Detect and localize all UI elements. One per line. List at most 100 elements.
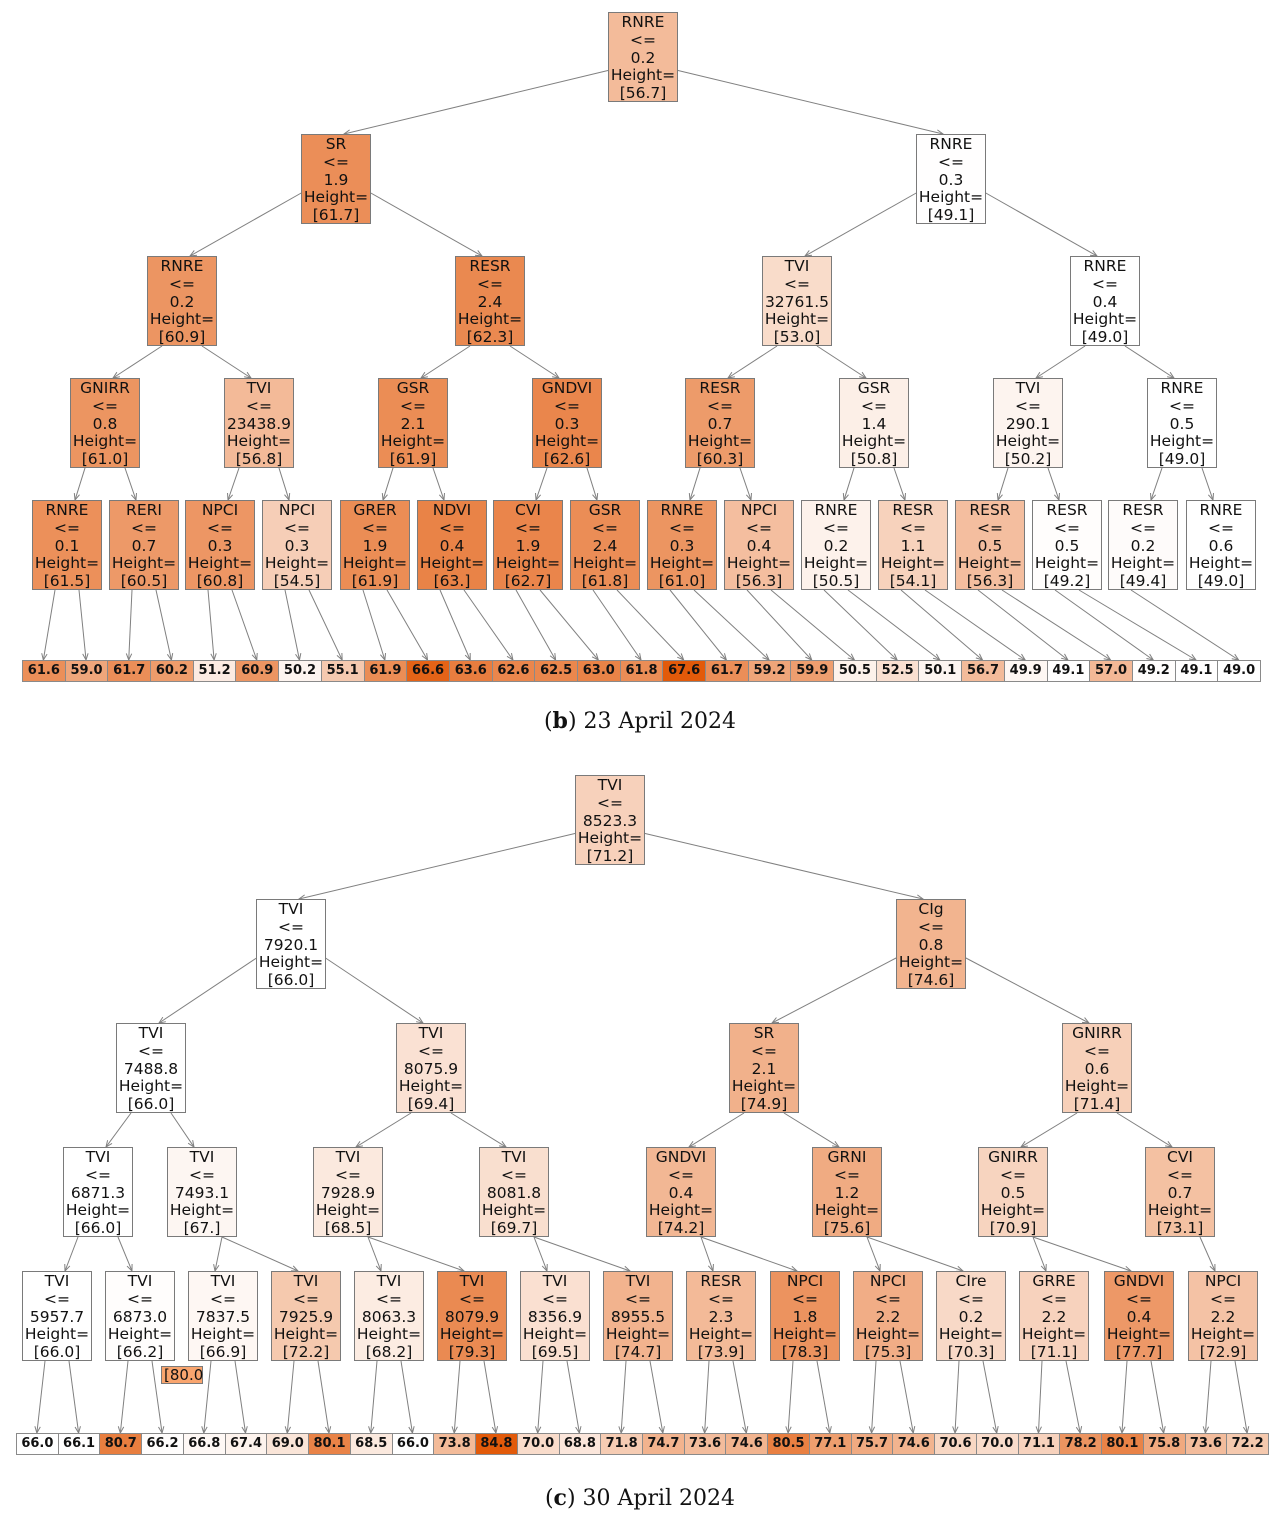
node-value-prefix: Height= bbox=[726, 554, 792, 573]
node-value: [66.0] bbox=[267, 971, 315, 989]
node-value: [49.0] bbox=[1197, 572, 1245, 590]
node-feature: SR bbox=[325, 135, 347, 153]
panel-1-leaf-5: 67.4 bbox=[224, 1433, 268, 1455]
node-threshold: 5957.7 bbox=[29, 1307, 85, 1326]
node-feature: CIg bbox=[918, 900, 944, 918]
node-value-prefix: Height= bbox=[957, 554, 1023, 573]
node-threshold: 1.1 bbox=[900, 536, 926, 555]
panel-1-leaf-edge-8 bbox=[370, 1360, 378, 1434]
node-value-prefix: Height= bbox=[118, 1077, 184, 1096]
node-value-prefix: Height= bbox=[918, 188, 984, 207]
node-operator: <= bbox=[823, 518, 849, 537]
node-value: [66.0] bbox=[74, 1219, 122, 1237]
node-feature: TVI bbox=[784, 257, 810, 275]
panel-1-leaf-edge-15 bbox=[649, 1360, 664, 1434]
node-operator: <= bbox=[625, 1289, 651, 1308]
node-value-prefix: Height= bbox=[1106, 1325, 1172, 1344]
panel-1-edge-3-3-6 bbox=[533, 1236, 548, 1272]
node-threshold: 0.3 bbox=[207, 536, 233, 555]
node-value-prefix: Height= bbox=[24, 1325, 90, 1344]
panel-1-leaf-20: 75.7 bbox=[850, 1433, 894, 1455]
node-value-prefix: Height= bbox=[995, 432, 1061, 451]
panel-1-leaf-16: 73.6 bbox=[683, 1433, 727, 1455]
node-value: [61.0] bbox=[658, 572, 706, 590]
panel-1-leaf-edge-26 bbox=[1121, 1360, 1128, 1434]
node-feature: TVI bbox=[278, 900, 304, 918]
panel-1-leaf-edge-18 bbox=[787, 1360, 794, 1434]
node-feature: GSR bbox=[588, 501, 622, 519]
node-operator: <= bbox=[542, 1289, 568, 1308]
panel-1-leaf-14: 71.8 bbox=[600, 1433, 643, 1455]
node-value: [71.1] bbox=[1030, 1343, 1078, 1361]
node-operator: <= bbox=[875, 1289, 901, 1308]
panel-0-leaf-edge-22 bbox=[900, 589, 983, 661]
node-threshold: 1.2 bbox=[834, 1183, 860, 1202]
panel-0-edge-3-7-15 bbox=[1201, 467, 1214, 501]
panel-0-leaf-13: 63.0 bbox=[576, 660, 621, 682]
node-operator: <= bbox=[418, 1041, 444, 1060]
node-threshold: 290.1 bbox=[1005, 414, 1051, 433]
node-value: [73.1] bbox=[1156, 1219, 1204, 1237]
panel-0-leaf-edge-6 bbox=[284, 589, 300, 661]
node-threshold: 8063.3 bbox=[361, 1307, 417, 1326]
node-operator: <= bbox=[439, 518, 465, 537]
panel-0-leaf-edge-18 bbox=[746, 589, 813, 661]
panel-1-leaf-19: 77.1 bbox=[808, 1433, 852, 1455]
caption-b: (b) 23 April 2024 bbox=[543, 708, 737, 734]
node-threshold: 2.4 bbox=[477, 292, 503, 311]
node-threshold: 0.2 bbox=[958, 1307, 984, 1326]
panel-1-leaf-2: 80.7 bbox=[99, 1433, 143, 1455]
node-feature: TVI bbox=[44, 1272, 70, 1290]
panel-0-leaf-edge-27 bbox=[1078, 589, 1197, 661]
panel-1-leaf-edge-1 bbox=[68, 1360, 80, 1434]
panel-1-leaf-edge-25 bbox=[1065, 1360, 1081, 1434]
panel-1-leaf-28: 73.6 bbox=[1184, 1433, 1228, 1455]
node-threshold: 2.4 bbox=[592, 536, 618, 555]
node-value: [56.3] bbox=[966, 572, 1014, 590]
node-operator: <= bbox=[1169, 396, 1195, 415]
node-operator: <= bbox=[501, 1165, 527, 1184]
panel-1-edge-3-4-8 bbox=[700, 1236, 714, 1272]
panel-0-leaf-edge-8 bbox=[362, 589, 386, 661]
node-feature: TVI bbox=[85, 1148, 111, 1166]
node-value-prefix: Height= bbox=[457, 310, 523, 329]
node-value: [68.2] bbox=[365, 1343, 413, 1361]
node-operator: <= bbox=[597, 793, 623, 812]
node-value: [74.2] bbox=[657, 1219, 705, 1237]
node-feature: NPCI bbox=[869, 1272, 907, 1290]
panel-0-leaf-14: 61.8 bbox=[619, 660, 664, 682]
panel-1-leaf-17: 74.6 bbox=[725, 1433, 769, 1455]
node-feature: TVI bbox=[335, 1148, 361, 1166]
node-operator: <= bbox=[1000, 1165, 1026, 1184]
node-threshold: 0.7 bbox=[131, 536, 157, 555]
panel-0-leaf-edge-28 bbox=[1130, 589, 1239, 661]
node-threshold: 0.7 bbox=[1167, 1183, 1193, 1202]
node-value: [70.3] bbox=[947, 1343, 995, 1361]
panel-0-leaf-6: 50.2 bbox=[278, 660, 322, 682]
node-threshold: 2.2 bbox=[1210, 1307, 1236, 1326]
node-feature: TVI bbox=[293, 1272, 319, 1290]
node-operator: <= bbox=[400, 396, 426, 415]
panel-0-leaf-edge-4 bbox=[207, 589, 215, 661]
node-operator: <= bbox=[1210, 1289, 1236, 1308]
node-feature: RNRE bbox=[621, 13, 665, 31]
node-threshold: 0.2 bbox=[823, 536, 849, 555]
node-feature: RESR bbox=[700, 1272, 742, 1290]
node-operator: <= bbox=[459, 1289, 485, 1308]
panel-0-leaf-2: 61.7 bbox=[107, 660, 152, 682]
panel-1-leaf-25: 78.2 bbox=[1059, 1433, 1103, 1455]
node-threshold: 0.4 bbox=[1126, 1307, 1152, 1326]
panel-0-edge-2-3-7 bbox=[1124, 345, 1175, 379]
node-value: [60.3] bbox=[696, 450, 744, 468]
node-threshold: 0.2 bbox=[169, 292, 195, 311]
node-feature: RNRE bbox=[160, 257, 204, 275]
node-value: [50.8] bbox=[850, 450, 898, 468]
